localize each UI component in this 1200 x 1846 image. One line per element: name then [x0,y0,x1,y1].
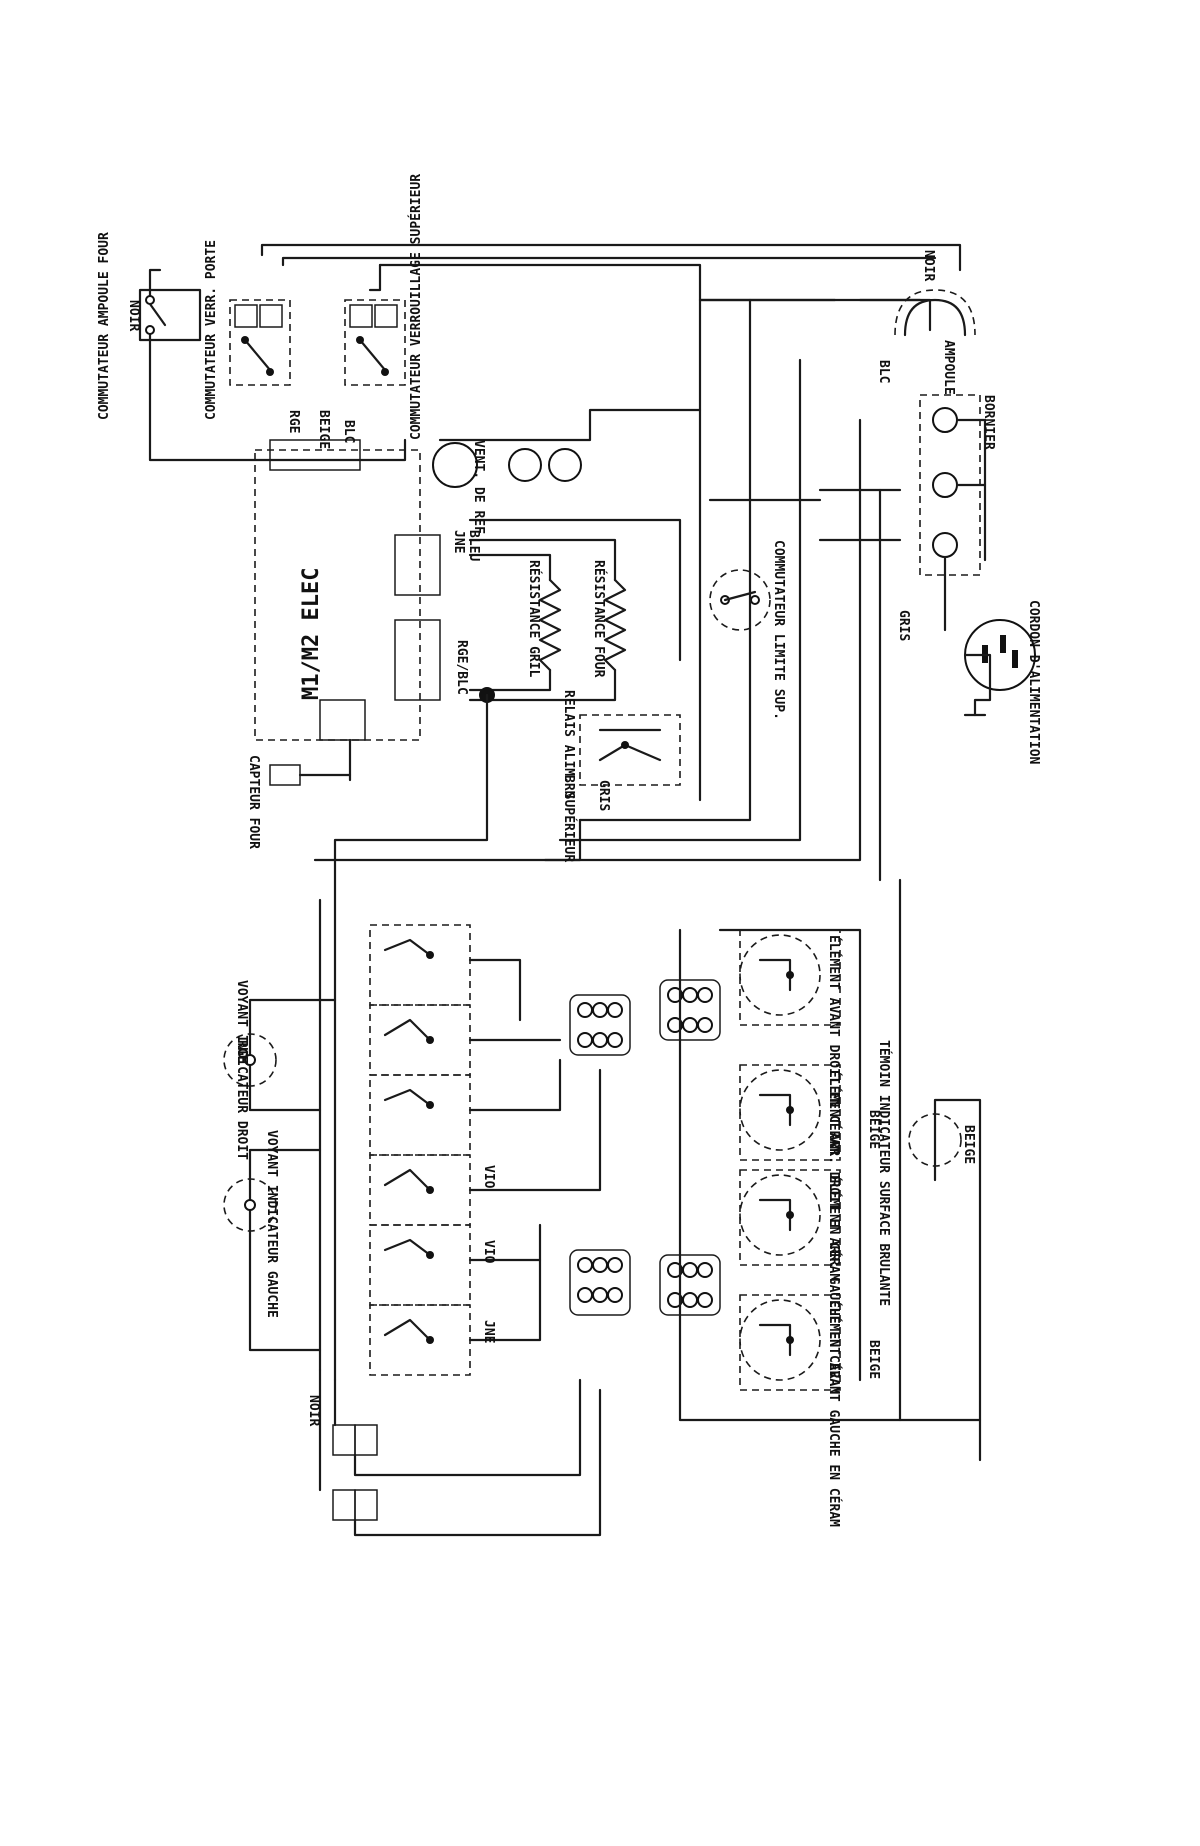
connector-right-top [659,979,721,1041]
wire-tag-brn: BRN [561,775,576,799]
wire-tag-jne-1: JNE [451,530,466,553]
label-voyant-indicateur-droit: VOYANT INDICATEUR DROIT [234,980,249,1160]
commutateur-verr-porte [229,299,291,386]
label-ampoule: AMPOULE [941,340,956,395]
relais-alim-superieur [579,714,681,786]
label-commutateur-verrouillage-superieur: COMMUTATEUR VERROUILLAGE SUPÉRIEUR [408,174,424,440]
temoin-surface-brulante [908,1098,982,1462]
resistance-gril [468,553,562,692]
label-commutateur-ampoule-four: COMMUTATEUR AMPOULE FOUR [97,232,112,420]
commutateur-limite-sup [709,569,771,631]
wire-tag-jne-2: JNE [481,1320,496,1343]
wire-tag-gris-2: GRIS [596,780,611,811]
wire-tag-rge-blc: RGE/BLC [454,640,469,695]
module-m1-m2-elec [254,439,441,741]
connector-right-bottom [659,1254,721,1316]
wire-tag-noir-1: NOIR [126,300,141,331]
label-element-avant-droit: ÉLÉMENT AVANT DROIT EN CÉRAM [826,935,842,1154]
label-resistance-gril: RÉSISTANCE GRIL [526,560,542,678]
element-avant-droit [739,929,841,1026]
wire-tag-blc-2: BLC [876,360,891,383]
wire-tag-vio-2: VIO [481,1165,496,1189]
element-arr-gauche [739,1169,841,1266]
label-vent-de-ref: VENT. DE REF [471,440,486,534]
wire-tag-beige-2: BEIGE [866,1110,881,1149]
bornier [919,394,987,632]
label-capteur-four: CAPTEUR FOUR [246,755,261,849]
commutateur-ampoule-four [138,288,202,342]
label-commutateur-limite-sup: COMMUTATEUR LIMITE SUP. [771,540,786,720]
wire-tag-noir-2: NOIR [921,250,936,281]
wire-tag-noir-3: NOIR [306,1395,321,1426]
element-avant-gauche [739,1294,841,1391]
wire-tag-bleu-1: BLEU [466,530,481,561]
infinite-switch-2 [369,1074,471,1226]
label-voyant-indicateur-gauche: VOYANT INDICATEUR GAUCHE [264,1130,279,1318]
connector-left-top [569,994,631,1056]
ampoule [894,289,976,337]
label-relais-alim-superieur: RELAIS ALIM. SUPÉRIEUR [561,690,577,862]
label-resistance-four: RÉSISTANCE FOUR [591,560,607,678]
schematic [138,243,1036,1537]
terminal-p3 [332,1489,378,1521]
wire-tag-beige-1: BEIGE [316,410,331,449]
label-bornier: BORNIER [981,395,996,450]
infinite-switch-3 [369,1224,471,1376]
label-cordon-alimentation: CORDON D'ALIMENTATION [1026,600,1041,765]
voyant-indicateur-droit [223,1032,277,1088]
label-element-avant-gauche: ÉLÉMENT AVANT GAUCHE EN CÉRAM [826,1300,842,1527]
wire-tag-gris-1: GRIS [896,610,911,641]
commutateur-verrouillage-superieur [344,299,406,386]
wire-tag-beige-4: BEIGE [961,1125,976,1164]
cordon-alimentation [963,619,1036,717]
module-label: M1/M2 ELEC [299,568,324,700]
vent-de-ref [432,408,702,488]
label-temoin-surface-brulante: TÉMOIN INDICATEUR SURFACE BRULANTE [876,1040,892,1306]
wire-tag-rge-1: RGE [286,410,301,433]
connector-left-bottom [569,1249,631,1316]
wire-tag-rge-2: RGE [234,1040,249,1063]
label-element-arr-gauche: ÉLÉMENT ARR. GAUCHE EN CÉRAM [826,1175,842,1394]
capteur-four [269,738,352,786]
label-commutateur-verr-porte: COMMUTATEUR VERR. PORTE [204,240,219,420]
resistance-four [468,538,627,702]
terminal-p2 [332,1424,378,1456]
label-element-arr-droit: ÉLÉMENT ARR. DROIT EN CÉRAM [826,1070,842,1281]
infinite-switch-1 [369,924,471,1076]
wire-tag-blc-1: BLC [341,420,356,443]
element-arr-droit [739,1064,841,1161]
wire-tag-beige-3: BEIGE [866,1340,881,1379]
wire-tag-vio-1: VIO [481,1240,496,1264]
